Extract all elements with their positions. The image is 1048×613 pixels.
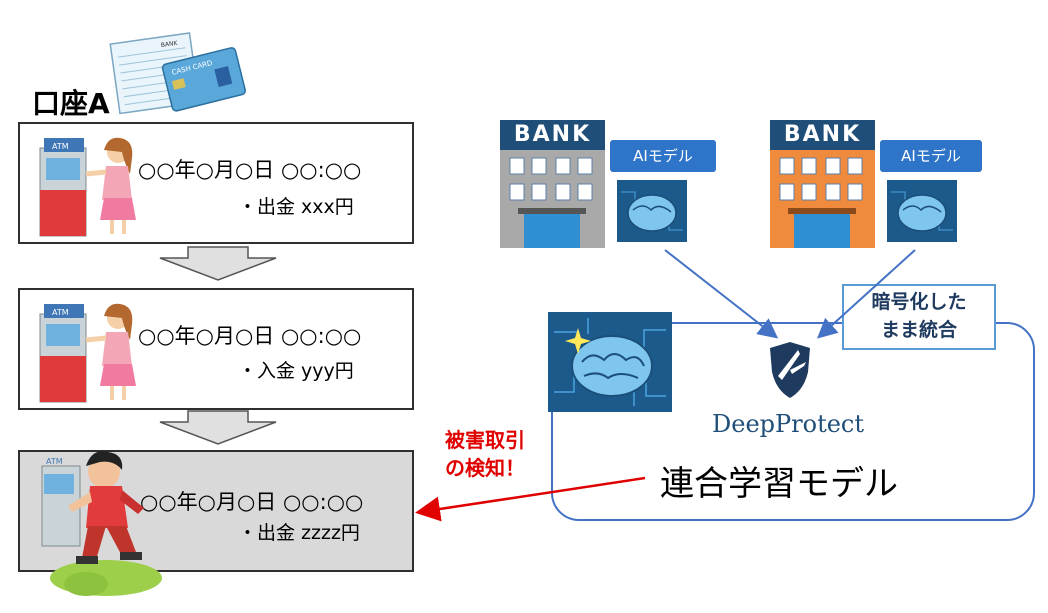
fraud-detection-text: 被害取引 の検知！: [445, 428, 525, 480]
arrow-detection: [415, 476, 646, 522]
down-arrow-icon: [158, 410, 278, 446]
bankbook-and-card-illustration: BANK CASH CARD: [106, 18, 248, 118]
bankbook-text: BANK: [160, 40, 179, 49]
bank-building-1: BANK: [500, 120, 605, 248]
transaction-box-2: ATM ○○年○月○日 ○○:○○ ・入金 yyy円: [18, 288, 414, 410]
bank-building-2: BANK: [770, 120, 875, 248]
atm-text: ATM: [52, 142, 69, 151]
transaction-detail: ・出金 zzzz円: [238, 522, 360, 544]
transaction-datetime: ○○年○月○日 ○○:○○: [140, 490, 364, 514]
transaction-box-1: ATM ○○年○月○日 ○○:○○ ・出金 xxx円: [18, 122, 414, 244]
transaction-detail: ・入金 yyy円: [238, 360, 354, 382]
encrypted-integration-label: 暗号化した まま統合: [842, 284, 996, 350]
transaction-datetime: ○○年○月○日 ○○:○○: [138, 324, 362, 348]
ai-model-label: AIモデル: [610, 140, 716, 172]
deepprotect-wordmark: DeepProtect: [712, 410, 865, 438]
brain-chip-icon: [548, 312, 672, 412]
atm-text: ATM: [52, 308, 69, 317]
ai-model-label: AIモデル: [880, 140, 982, 172]
brain-chip-icon: [617, 180, 687, 242]
atm-woman-illustration: ATM: [38, 134, 148, 238]
arrow-bank2-to-model: [817, 249, 916, 339]
atm-text: ATM: [46, 457, 63, 466]
federated-model-title: 連合学習モデル: [660, 464, 898, 504]
deepprotect-shield-icon: [760, 340, 820, 400]
transaction-detail: ・出金 xxx円: [238, 196, 354, 218]
atm-woman-illustration: ATM: [38, 300, 148, 404]
down-arrow-icon: [158, 246, 278, 282]
brain-chip-icon: [887, 180, 957, 242]
atm-fraudster-illustration: ATM: [34, 448, 166, 604]
arrow-bank1-to-model: [664, 249, 779, 339]
transaction-datetime: ○○年○月○日 ○○:○○: [138, 158, 362, 182]
bank-sign: BANK: [770, 122, 875, 148]
account-label: 口座A: [32, 87, 110, 120]
bank-sign: BANK: [500, 122, 605, 148]
fraud-detection-label: 被害取引 の検知！: [430, 426, 540, 482]
encrypted-integration-text: 暗号化した まま統合: [871, 291, 967, 341]
